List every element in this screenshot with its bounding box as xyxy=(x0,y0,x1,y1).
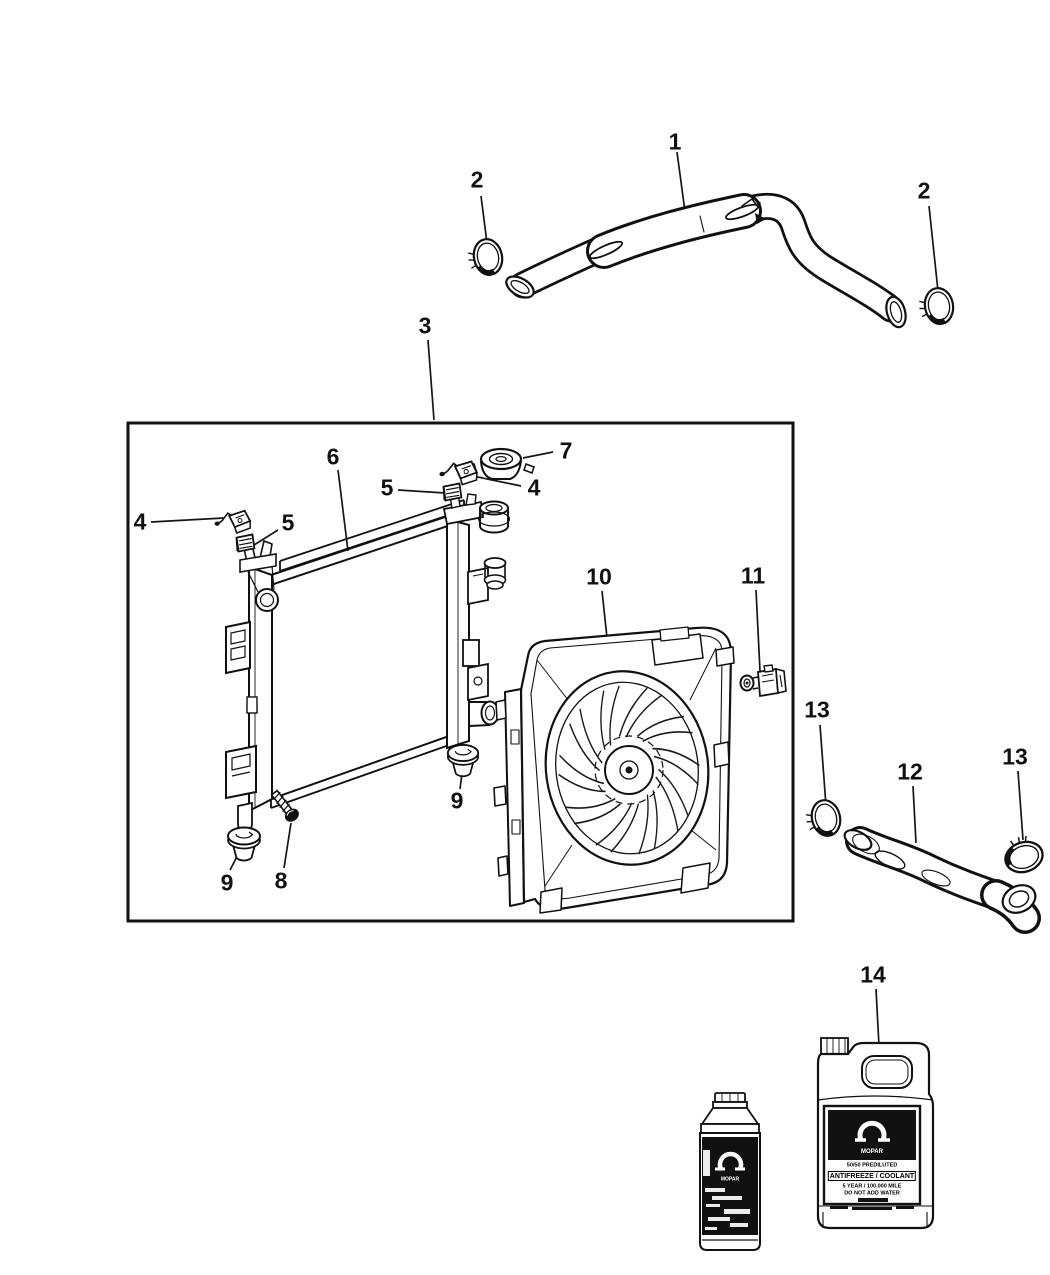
radiator-right-tank xyxy=(442,493,511,750)
hose-clamp-upper-left xyxy=(463,235,507,281)
callout-11: 11 xyxy=(740,562,766,589)
callout-13a: 13 xyxy=(804,696,830,723)
radiator-filler-neck xyxy=(477,500,511,534)
mounting-screw xyxy=(270,789,299,822)
hose-spring-clamp-marks xyxy=(741,193,766,224)
callout-leader-lines xyxy=(150,151,1024,1047)
radiator-grommet-left xyxy=(227,826,261,862)
hose-clamp-upper-right xyxy=(915,284,958,329)
fan-module xyxy=(493,626,735,914)
callout-9b: 9 xyxy=(450,787,464,814)
mopar-logo-small xyxy=(717,1151,744,1170)
callout-4a: 4 xyxy=(133,508,147,535)
callout-3: 3 xyxy=(418,312,432,339)
label-fine-print xyxy=(830,1206,914,1210)
callout-2b: 2 xyxy=(917,177,931,204)
upper-radiator-hose xyxy=(505,192,907,329)
jug-handle xyxy=(861,1055,913,1089)
coolant-quart-bottle xyxy=(699,1092,761,1251)
hose-clamp-lower-left xyxy=(801,796,846,842)
callout-10: 10 xyxy=(586,563,612,590)
harness-clip xyxy=(739,664,787,698)
radiator-grommet-right xyxy=(446,743,480,778)
radiator-cap xyxy=(465,447,535,480)
retainer-clip-left xyxy=(234,533,256,553)
fan-blades xyxy=(558,685,700,855)
callout-12: 12 xyxy=(897,758,923,785)
jug-label-line4: DO NOT ADD WATER xyxy=(844,1190,900,1197)
callout-8: 8 xyxy=(274,867,288,894)
jug-label-line3: 5 YEAR / 100,000 MILE xyxy=(842,1183,902,1190)
coolant-jug xyxy=(816,1037,935,1230)
callout-1: 1 xyxy=(668,128,682,155)
callout-5a: 5 xyxy=(281,509,295,536)
callout-4b: 4 xyxy=(527,474,541,501)
radiator-module-box xyxy=(126,421,795,923)
lower-radiator-hose xyxy=(843,826,1041,934)
callout-13b: 13 xyxy=(1002,743,1028,770)
callout-5b: 5 xyxy=(380,474,394,501)
radiator xyxy=(225,493,511,831)
jug-label-line1: 50/50 PREDILUTED xyxy=(846,1162,898,1169)
radiator-left-tank xyxy=(225,538,279,831)
quart-bottle-brand-text: MOPAR xyxy=(720,1176,740,1183)
label-text-speckle xyxy=(703,1150,750,1230)
callout-14: 14 xyxy=(860,961,886,988)
callout-2a: 2 xyxy=(470,166,484,193)
callout-7: 7 xyxy=(559,437,573,464)
jug-brand-text: MOPAR xyxy=(861,1149,883,1155)
callout-6: 6 xyxy=(326,443,340,470)
mopar-logo xyxy=(857,1120,887,1141)
retainer-clip-right xyxy=(441,482,463,502)
jug-label-line2: ANTIFREEZE / COOLANT xyxy=(827,1171,917,1181)
callout-9a: 9 xyxy=(220,869,234,896)
radiator-mounting-clip-left xyxy=(212,509,253,537)
